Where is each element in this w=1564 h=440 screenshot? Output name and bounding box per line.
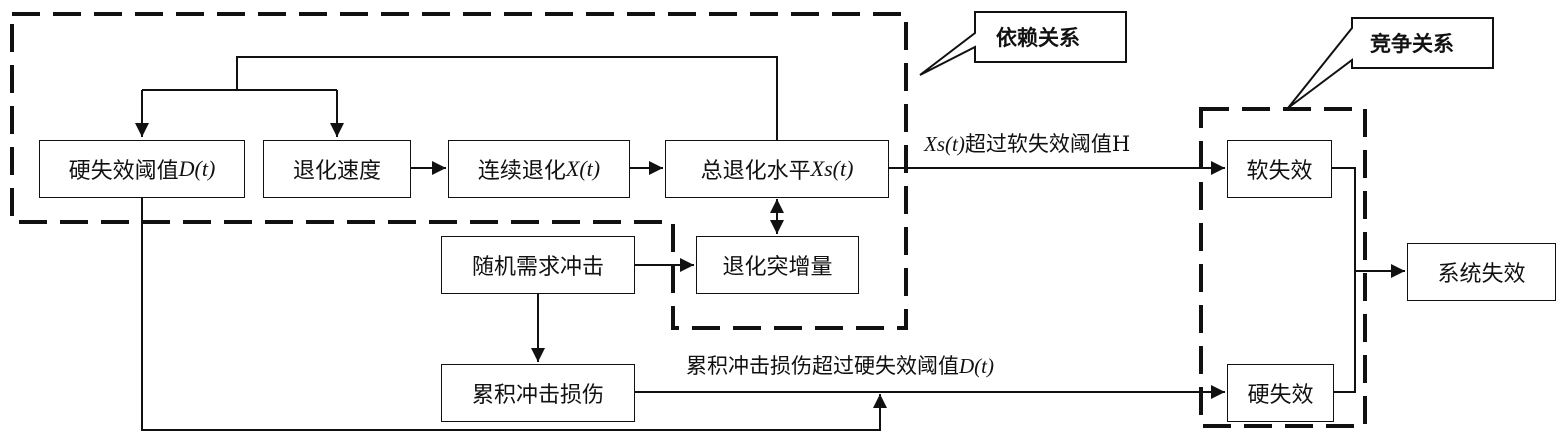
edge-label-hard-math: D(t): [959, 354, 994, 378]
node-degradation-jump-text: 退化突增量: [722, 255, 833, 280]
node-degradation-jump: 退化突增量: [696, 236, 859, 294]
node-hard-threshold-math: D(t): [178, 156, 216, 181]
callout-competition: 竞争关系: [1370, 32, 1454, 56]
callout-dependency-shape: [919, 11, 1127, 76]
node-degradation-rate-text: 退化速度: [292, 159, 381, 184]
dependency-region: [10, 12, 908, 330]
node-degradation-rate: 退化速度: [263, 140, 411, 198]
edge-label-soft-math: Xs(t): [924, 132, 965, 156]
arrow-threshold-to-join: [141, 197, 887, 431]
node-system-failure-text: 系统失效: [1437, 262, 1526, 287]
node-continuous-degradation-math: X(t): [565, 156, 601, 181]
node-total-degradation-math: Xs(t): [810, 156, 854, 181]
feedback-line: [236, 56, 778, 140]
node-hard-failure: 硬失效: [1227, 364, 1334, 422]
node-soft-failure-text: 软失效: [1246, 159, 1313, 184]
node-cumulative-damage-text: 累积冲击损伤: [471, 383, 604, 408]
node-soft-failure: 软失效: [1227, 140, 1332, 198]
edge-label-soft: Xs(t)超过软失效阈值H: [924, 128, 1130, 158]
node-random-shock: 随机需求冲击: [441, 236, 635, 294]
node-random-shock-text: 随机需求冲击: [471, 255, 604, 280]
callout-competition-shape: [1287, 17, 1494, 109]
node-system-failure: 系统失效: [1407, 243, 1556, 301]
node-hard-threshold-text: 硬失效阈值: [68, 159, 179, 184]
edge-label-hard: 累积冲击损伤超过硬失效阈值D(t): [686, 350, 994, 380]
edge-label-soft-text: 超过软失效阈值H: [964, 132, 1131, 156]
node-hard-failure-text: 硬失效: [1247, 383, 1314, 408]
node-cumulative-damage: 累积冲击损伤: [441, 364, 635, 422]
callout-dependency: 依赖关系: [996, 26, 1080, 50]
node-total-degradation-text: 总退化水平: [700, 159, 811, 184]
edge-label-hard-text: 累积冲击损伤超过硬失效阈值: [686, 354, 959, 378]
competition-region: [1199, 107, 1367, 428]
line-soft-out: [1331, 167, 1356, 393]
node-continuous-degradation-text: 连续退化: [477, 159, 566, 184]
